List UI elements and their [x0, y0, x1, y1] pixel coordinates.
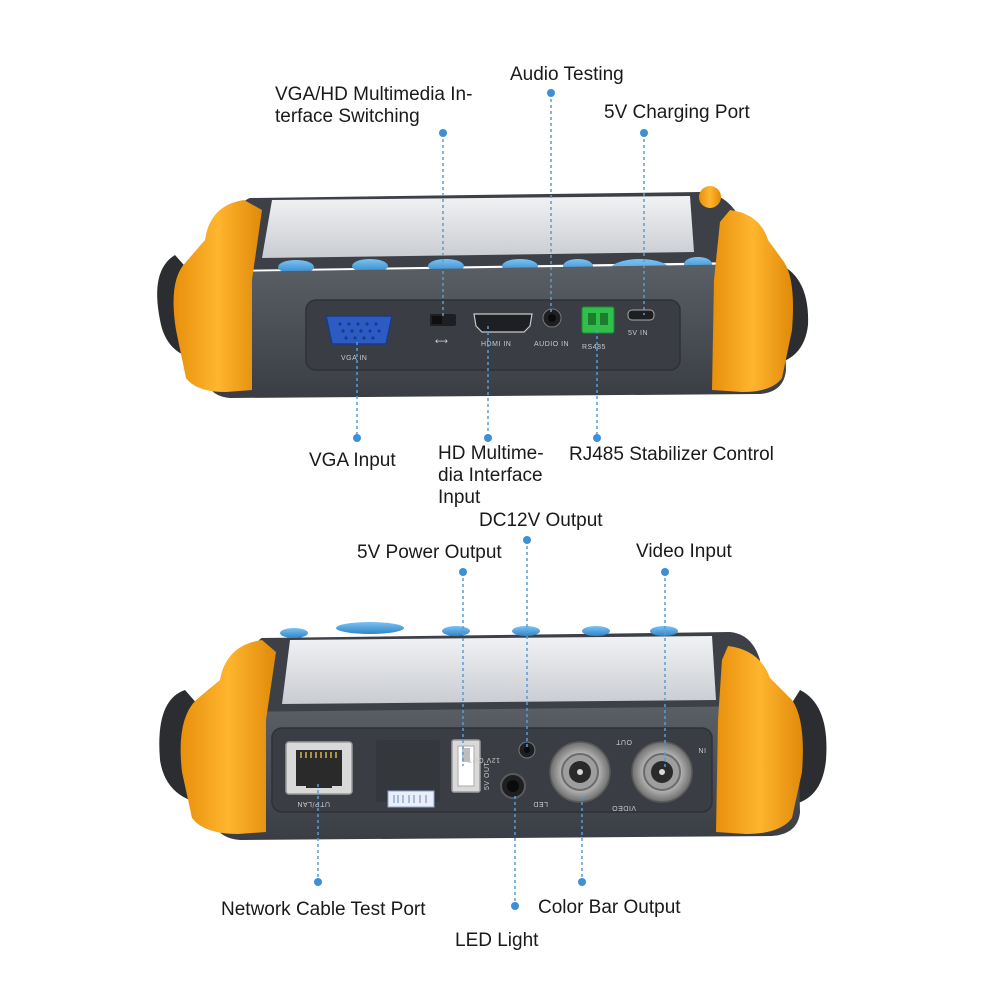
leader-lines — [317, 93, 666, 906]
callout-vga-hd-switching: VGA/HD Multimedia In- terface Switching — [275, 84, 472, 128]
leader-dots — [314, 89, 669, 910]
callout-led-light: LED Light — [455, 930, 539, 951]
callout-line: terface Switching — [275, 106, 420, 127]
micro-usb-port — [627, 309, 655, 321]
video-panel-label: VIDEO — [612, 804, 636, 811]
dot — [640, 129, 648, 137]
vga-panel-label: VGA IN — [341, 355, 367, 362]
top-screen — [262, 196, 694, 258]
button — [442, 626, 470, 636]
power-panel-label: 5V IN — [628, 330, 648, 337]
top-right-bumper — [712, 210, 793, 392]
dot — [459, 568, 467, 576]
power-button — [699, 186, 721, 208]
dot — [523, 536, 531, 544]
callout-dc12v: DC12V Output — [479, 510, 603, 531]
dot — [353, 434, 361, 442]
bottom-right-bumper — [716, 646, 803, 834]
rs485-panel-label: RS485 — [582, 344, 606, 351]
button — [512, 626, 540, 636]
button — [650, 626, 678, 636]
utp-panel-label: UTP/LAN — [297, 800, 330, 807]
button — [352, 259, 388, 273]
callout-network-test: Network Cable Test Port — [221, 899, 426, 920]
bnc-out-connector — [549, 741, 611, 803]
dot — [593, 434, 601, 442]
dc12-panel-label: 12V OUT — [467, 756, 500, 763]
hdmi-panel-label: HDMI IN — [481, 341, 511, 348]
led-panel-label: LED — [533, 800, 548, 807]
callout-color-bar: Color Bar Output — [538, 897, 681, 918]
callout-line: HD Multime- — [438, 443, 544, 464]
callout-audio-testing: Audio Testing — [510, 64, 624, 85]
callout-vga-input: VGA Input — [309, 450, 396, 471]
rs485-terminal — [581, 306, 615, 334]
callout-rj485: RJ485 Stabilizer Control — [569, 444, 774, 465]
callout-line: VGA/HD Multimedia In- — [275, 84, 473, 105]
out-panel-label: OUT — [616, 738, 633, 745]
button — [582, 626, 610, 636]
callout-power-5v: 5V Power Output — [357, 542, 502, 563]
dot — [578, 878, 586, 886]
dot — [547, 89, 555, 97]
bottom-left-bumper — [180, 640, 276, 834]
callout-hd-input: HD Multime- dia Interface Input — [438, 443, 544, 509]
callout-line: Input — [438, 487, 481, 508]
button — [278, 260, 314, 274]
dot — [484, 434, 492, 442]
callout-video-input: Video Input — [636, 541, 732, 562]
dot — [661, 568, 669, 576]
audio-panel-label: AUDIO IN — [534, 341, 569, 348]
dot — [314, 878, 322, 886]
callout-charging-port: 5V Charging Port — [604, 102, 750, 123]
top-left-bumper — [173, 200, 262, 392]
bottom-screen — [282, 636, 716, 704]
in-panel-label: IN — [698, 746, 706, 753]
barcode-sticker — [387, 790, 435, 808]
button — [280, 628, 308, 638]
hdmi-port — [473, 313, 533, 333]
dot — [511, 902, 519, 910]
usb-panel-label: 5V OUT — [484, 761, 491, 790]
label-sticker-area — [376, 740, 440, 802]
dot — [439, 129, 447, 137]
button — [336, 622, 404, 634]
svg-text:⟷: ⟷ — [435, 337, 448, 347]
bottom-device: UTP/LAN 5V OUT 12V OUT LED VIDEO OUT IN — [159, 622, 827, 840]
callout-line: dia Interface — [438, 465, 543, 486]
top-device: ⟷ VGA IN HDMI IN AUDIO IN RS485 5V IN — [157, 186, 809, 398]
vga-port — [325, 315, 393, 345]
bnc-in-connector — [631, 741, 693, 803]
